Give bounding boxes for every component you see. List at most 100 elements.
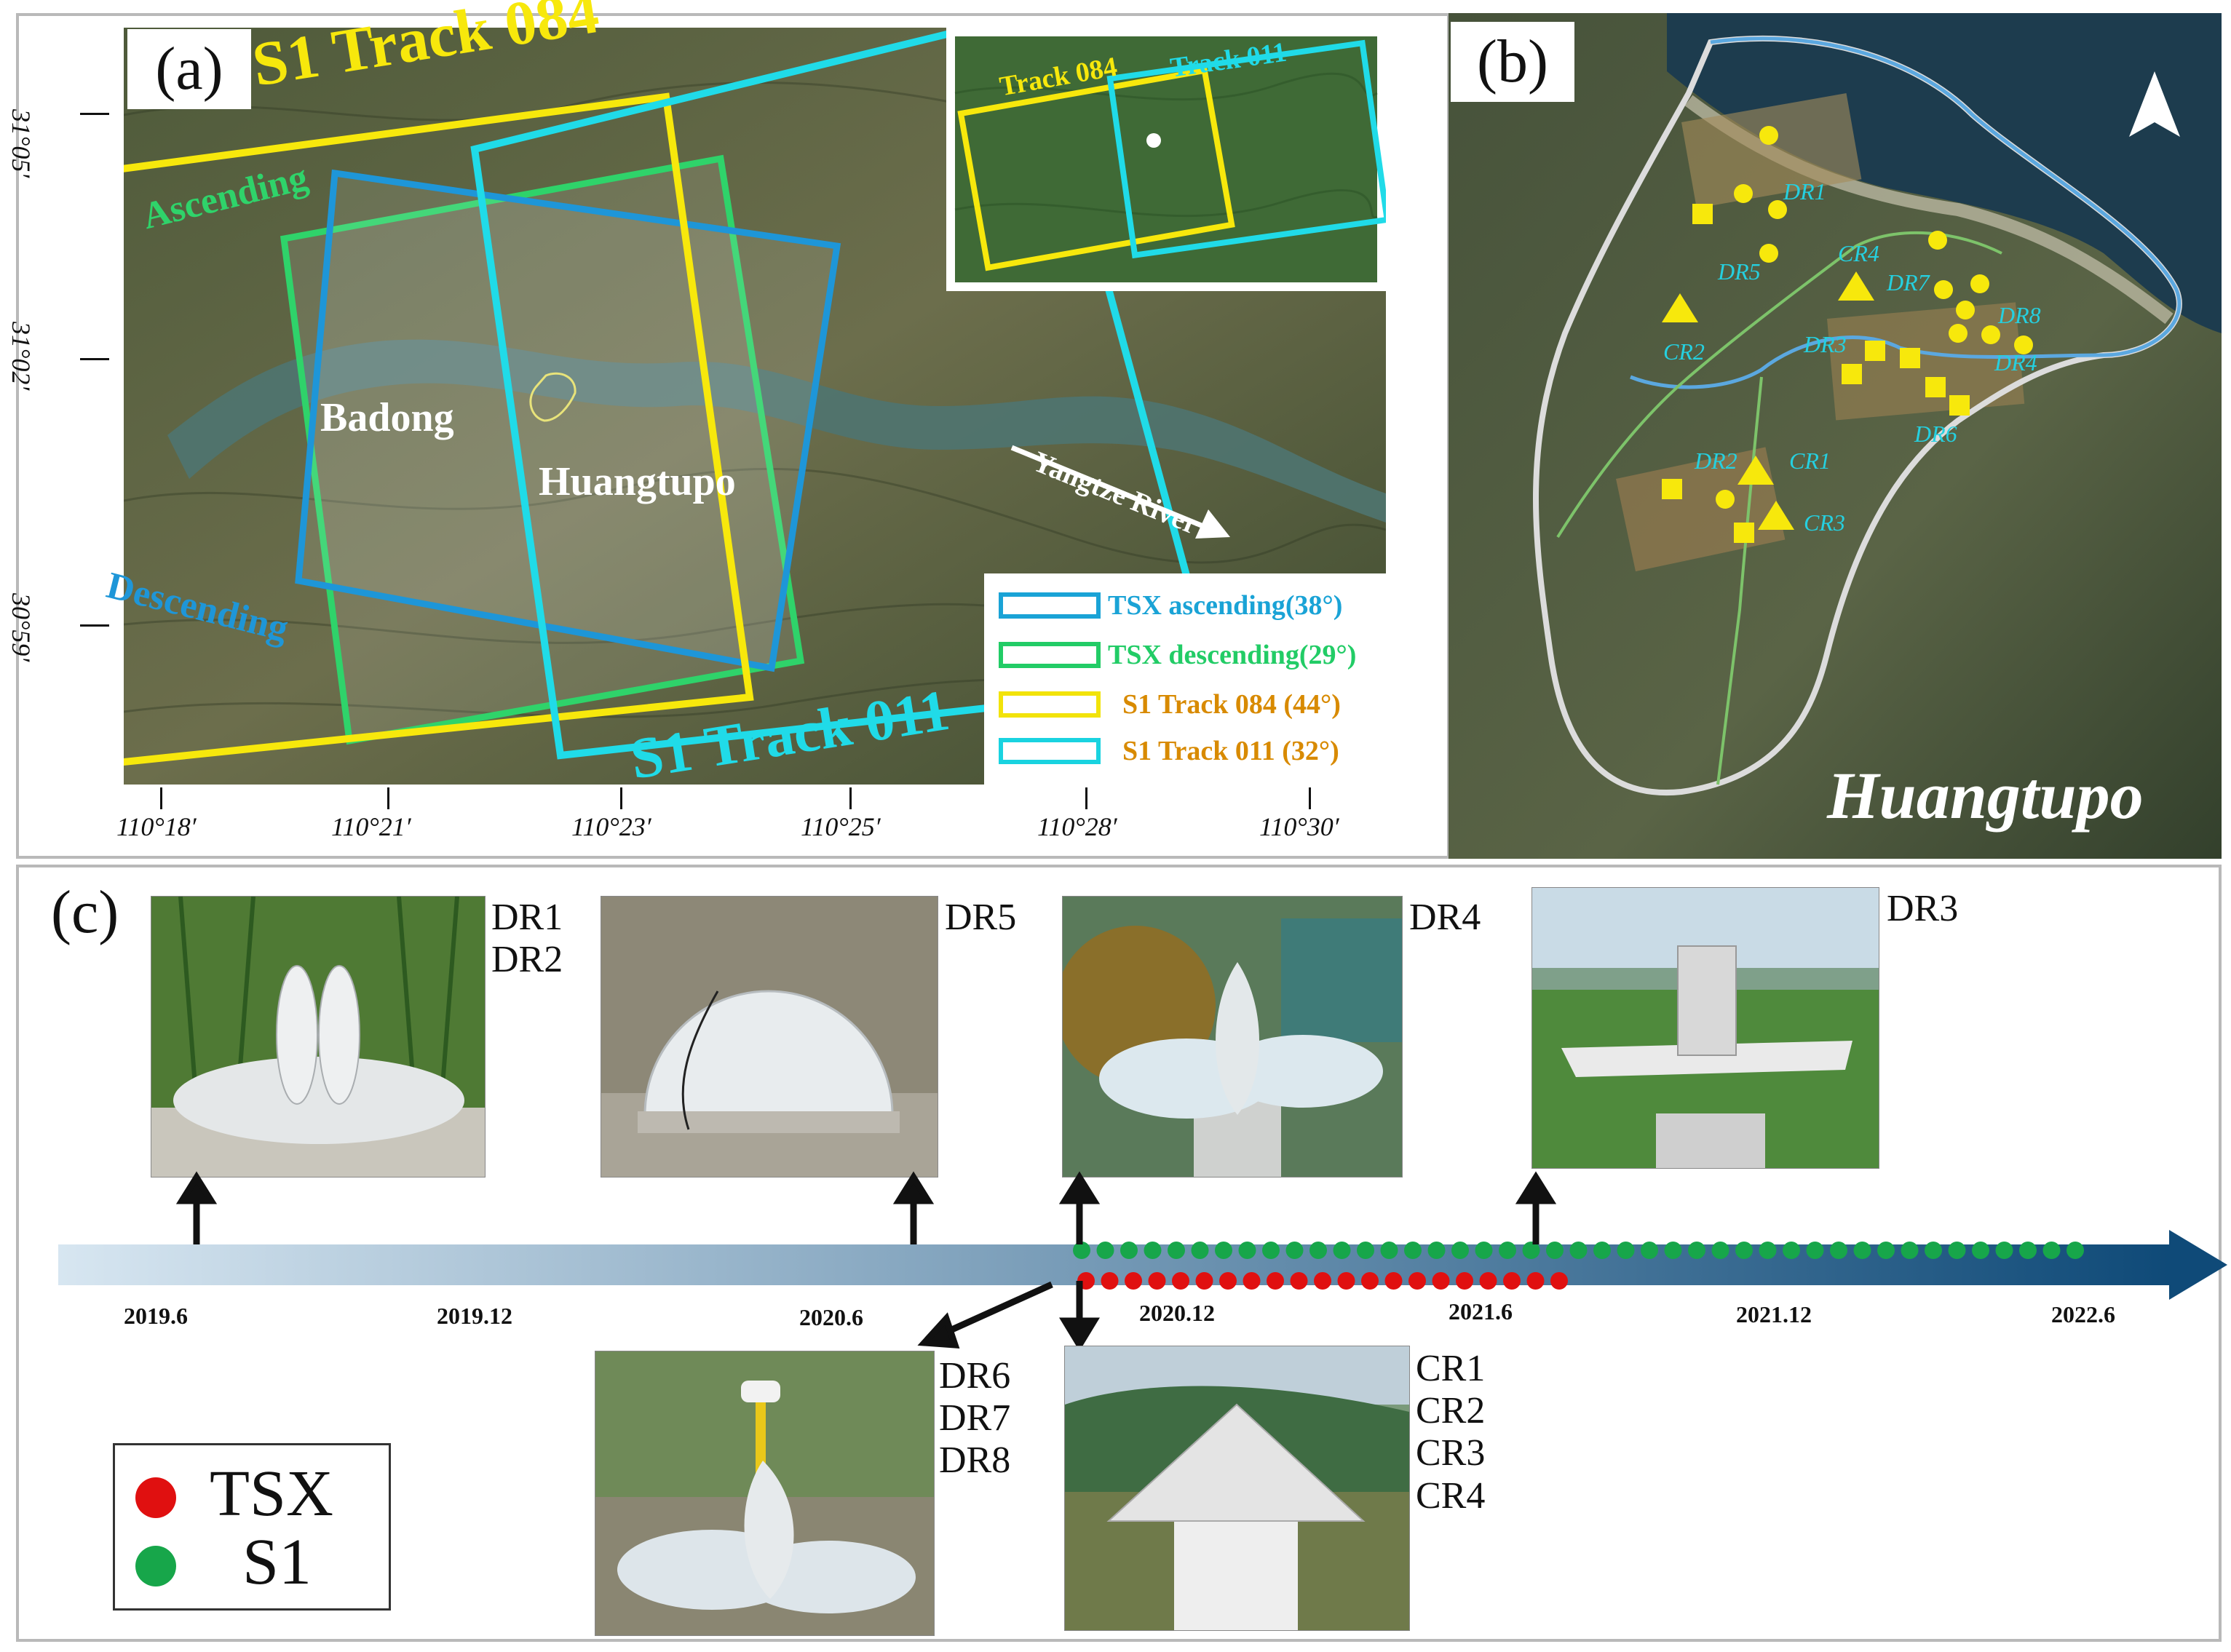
s1-acquisition-dot (1617, 1242, 1635, 1259)
s1-acquisition-dot (1925, 1242, 1942, 1259)
s1-acquisition-dot (1144, 1242, 1162, 1259)
cr4-label: CR4 (1838, 240, 1879, 266)
tsx-acquisition-dot (1456, 1272, 1473, 1290)
lon-tick (849, 787, 852, 809)
point-marker (1928, 231, 1947, 250)
tsx-acquisition-dot (1432, 1272, 1450, 1290)
s1-acquisition-dot (1830, 1242, 1847, 1259)
s1-acquisition-dot (1499, 1242, 1516, 1259)
badong-label: Badong (320, 395, 454, 440)
s1-acquisition-dot (1073, 1242, 1090, 1259)
tsx-legend-dot (135, 1477, 176, 1518)
legend-row-s1-084: S1 Track 084 (44°) (999, 687, 1377, 723)
lat-tick (80, 624, 109, 627)
dr-marker (1949, 395, 1970, 416)
huangtupo-label: Huangtupo (539, 459, 736, 504)
river-water (1667, 13, 2222, 333)
s1-acquisition-dot (1569, 1242, 1588, 1259)
tsx-acquisition-dot (1243, 1272, 1261, 1290)
tsx-acquisition-dot (1101, 1272, 1119, 1290)
tsx-acquisition-dot (1550, 1272, 1568, 1290)
s1-acquisition-dot (1593, 1242, 1611, 1259)
photo-dr5 (601, 897, 938, 1177)
caption-dr5: DR5 (945, 897, 1017, 938)
legend-label: TSX descending(29°) (1108, 640, 1357, 670)
legend-swatch (999, 691, 1101, 718)
tsx-ascending-footprint (295, 169, 841, 672)
s1-acquisition-dot (1877, 1242, 1895, 1259)
panel-b-map (1449, 13, 2222, 859)
s1-acquisition-dot (1285, 1242, 1304, 1259)
s1-acquisition-dot (1380, 1242, 1398, 1259)
s1-acquisition-dot (1333, 1242, 1351, 1259)
lon-label-1: 110°18′ (116, 812, 197, 841)
cr-marker (1737, 456, 1774, 485)
lat-tick (80, 113, 109, 115)
block-boundary-blue (1630, 36, 2182, 389)
photo-dr4 (1063, 897, 1402, 1177)
legend-row-s1-011: S1 Track 011 (32°) (999, 734, 1377, 770)
s1-acquisition-dot (1546, 1242, 1564, 1259)
s1-acquisition-dot (1096, 1242, 1114, 1259)
s1-acquisition-dot (1120, 1242, 1138, 1259)
point-marker (1956, 301, 1975, 319)
panel-a-inset (946, 28, 1391, 291)
date-2019-6: 2019.6 (124, 1303, 188, 1329)
photo-dr6-dr7-dr8-svg (595, 1351, 934, 1635)
lon-tick (160, 787, 162, 809)
tsx-acquisition-dot (1125, 1272, 1142, 1290)
point-marker (1734, 184, 1753, 203)
photo-dr1-dr2-svg (151, 897, 485, 1177)
s1-acquisition-dot (1641, 1242, 1658, 1259)
caption-dr6-dr7-dr8: DR6 DR7 DR8 (939, 1355, 1011, 1482)
s1-acquisition-dot (1664, 1242, 1682, 1259)
panel-c-label: (c) (51, 878, 119, 946)
timeline-svg (58, 1230, 2227, 1300)
s1-acquisition-dot (1972, 1242, 1989, 1259)
date-2021-6: 2021.6 (1449, 1298, 1513, 1325)
s1-acquisition-dot (1688, 1242, 1705, 1259)
s1-acquisition-dot (1759, 1242, 1777, 1259)
caption-dr1-dr2: DR1 DR2 (491, 897, 563, 981)
caption-dr3: DR3 (1887, 888, 1959, 929)
s1-track084-footprint (124, 92, 754, 766)
point-marker (1949, 324, 1968, 343)
dr-marker (1842, 364, 1862, 384)
dr-marker (1692, 204, 1713, 224)
date-2020-12: 2020.12 (1139, 1300, 1215, 1326)
date-2020-6: 2020.6 (799, 1304, 863, 1330)
dr8-label: DR8 (1998, 302, 2041, 328)
panel-a-legend: TSX ascending(38°) TSX descending(29°) S… (984, 573, 1386, 785)
lat-label-3: 30°59′ (7, 593, 36, 662)
inset-site-marker (1146, 133, 1161, 148)
photo-dr1-dr2 (151, 897, 485, 1177)
legend-label: TSX ascending(38°) (1108, 590, 1343, 621)
block-boundary-green (1556, 231, 2002, 785)
lon-label-5: 110°28′ (1037, 812, 1117, 841)
tsx-acquisition-dot (1526, 1272, 1545, 1290)
north-arrow (2129, 71, 2180, 137)
photo-dr5-svg (601, 897, 938, 1177)
s1-acquisition-dot (1215, 1242, 1232, 1259)
lon-tick (620, 787, 622, 809)
panel-b-label: (b) (1451, 22, 1574, 102)
cr-marker (1662, 293, 1698, 322)
point-marker (2014, 335, 2033, 354)
point-marker (1768, 200, 1787, 219)
date-2022-6: 2022.6 (2051, 1301, 2115, 1327)
s1-acquisition-dot (2042, 1242, 2061, 1259)
tsx-acquisition-dot (1314, 1272, 1331, 1290)
s1-legend-dot (135, 1546, 176, 1587)
dr2-label: DR2 (1695, 448, 1737, 474)
panel-b-svg (1449, 13, 2222, 859)
point-marker (1970, 274, 1989, 293)
lon-tick (1309, 787, 1311, 809)
tsx-acquisition-dot (1219, 1272, 1237, 1290)
panel-c-legend: TSX S1 (113, 1443, 391, 1611)
river-flow-arrow (1010, 445, 1230, 539)
s1-acquisition-dot (2066, 1242, 2084, 1259)
legend-label: S1 Track 084 (44°) (1122, 689, 1341, 720)
photo-dr3 (1532, 888, 1879, 1168)
panel-a-label: (a) (127, 29, 251, 109)
lon-label-3: 110°23′ (571, 812, 651, 841)
